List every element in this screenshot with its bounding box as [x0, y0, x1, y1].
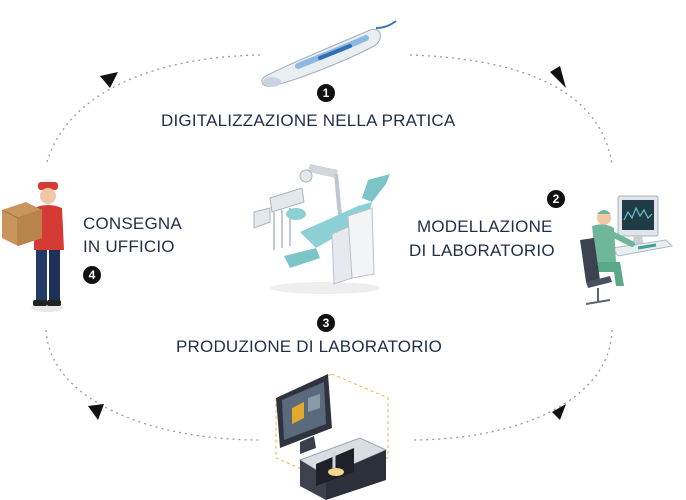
step-2-label-line2: DI LABORATORIO: [409, 241, 555, 260]
arc-top-right: [409, 54, 613, 166]
dental-chair-icon: [253, 164, 390, 294]
step-2-label-line1: MODELLAZIONE: [417, 217, 553, 236]
step-4-label-line2: IN UFFICIO: [83, 237, 175, 256]
intraoral-scanner-icon: [261, 20, 397, 87]
cycle-arrow-top-left: [100, 72, 118, 88]
step-3-number-badge: 3: [317, 314, 335, 332]
milling-machine-monitor-icon: [275, 373, 389, 500]
step-1-label: DIGITALIZZAZIONE NELLA PRATICA: [161, 111, 456, 130]
step-4-number-badge: 4: [83, 266, 101, 284]
step-4-label-line1: CONSEGNA: [83, 214, 182, 233]
arc-top-left: [45, 54, 261, 166]
delivery-courier-icon: [1, 182, 64, 312]
cycle-arrow-top-right: [550, 66, 566, 88]
cycle-arrow-bottom-left: [88, 404, 104, 420]
lab-technician-computer-icon: [580, 195, 674, 305]
step-1-number-badge: 1: [317, 84, 335, 102]
step-3-label: PRODUZIONE DI LABORATORIO: [176, 337, 443, 356]
arc-bottom-right: [409, 329, 613, 441]
cycle-arrow-bottom-right: [552, 404, 566, 420]
step-2-number-badge: 2: [547, 190, 565, 208]
